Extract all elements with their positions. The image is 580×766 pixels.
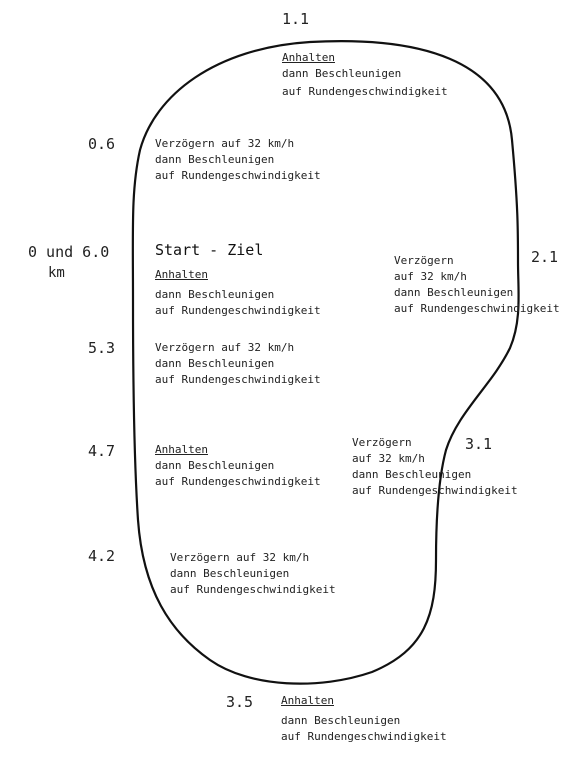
note-km-1-1: Anhalten dann Beschleunigen auf Rundenge… <box>282 50 448 100</box>
note-line: auf 32 km/h <box>352 452 425 465</box>
note-line: Verzögern <box>394 254 454 267</box>
note-line: Verzögern <box>352 436 412 449</box>
note-km-0-6: Verzögern auf 32 km/h dann Beschleunigen… <box>155 136 321 184</box>
note-km-5-3: Verzögern auf 32 km/h dann Beschleunigen… <box>155 340 321 388</box>
note-km-4-7: Anhalten dann Beschleunigen auf Rundenge… <box>155 442 321 490</box>
note-line: dann Beschleunigen <box>155 153 275 166</box>
note-line: dann Beschleunigen <box>155 357 275 370</box>
note-line: auf Rundengeschwindigkeit <box>281 730 447 743</box>
km-marker-1-1: 1.1 <box>282 10 310 28</box>
note-start-finish: Anhalten dann Beschleunigen auf Rundenge… <box>155 267 321 319</box>
km-marker-4-7: 4.7 <box>88 442 116 460</box>
track-loop <box>131 40 520 685</box>
km-marker-2-1: 2.1 <box>531 248 559 266</box>
note-line: dann Beschleunigen <box>170 567 290 580</box>
km-unit-label: km <box>48 265 65 281</box>
note-line: auf Rundengeschwindigkeit <box>352 484 518 497</box>
km-marker-5-3: 5.3 <box>88 339 116 357</box>
note-line: dann Beschleunigen <box>282 67 402 80</box>
note-line: auf 32 km/h <box>394 270 467 283</box>
note-km-3-1: Verzögern auf 32 km/h dann Beschleunigen… <box>352 435 518 499</box>
note-km-4-2: Verzögern auf 32 km/h dann Beschleunigen… <box>170 550 336 598</box>
note-line: Verzögern auf 32 km/h <box>170 551 310 564</box>
note-line: dann Beschleunigen <box>281 714 401 727</box>
note-line: dann Beschleunigen <box>352 468 472 481</box>
start-finish-label: Start - Ziel <box>155 241 264 259</box>
note-line: Anhalten <box>155 268 208 281</box>
note-km-3-5: Anhalten dann Beschleunigen auf Rundenge… <box>281 693 447 745</box>
note-line: dann Beschleunigen <box>155 288 275 301</box>
note-line: auf Rundengeschwindigkeit <box>155 373 321 386</box>
km-marker-4-2: 4.2 <box>88 547 116 565</box>
note-line: dann Beschleunigen <box>394 286 514 299</box>
note-line: auf Rundengeschwindigkeit <box>155 169 321 182</box>
km-marker-3-5: 3.5 <box>226 693 254 711</box>
note-line: auf Rundengeschwindigkeit <box>170 583 336 596</box>
note-line: auf Rundengeschwindigkeit <box>394 302 560 315</box>
note-line: Anhalten <box>155 443 208 456</box>
note-line: auf Rundengeschwindigkeit <box>282 85 448 98</box>
note-line: dann Beschleunigen <box>155 459 275 472</box>
km-marker-0-und-6-0: 0 und 6.0 <box>28 243 110 261</box>
note-line: Verzögern auf 32 km/h <box>155 137 295 150</box>
note-km-2-1: Verzögern auf 32 km/h dann Beschleunigen… <box>394 253 560 317</box>
km-marker-0-6: 0.6 <box>88 135 116 153</box>
note-line: auf Rundengeschwindigkeit <box>155 475 321 488</box>
note-line: Verzögern auf 32 km/h <box>155 341 295 354</box>
note-line: Anhalten <box>281 694 334 707</box>
note-line: Anhalten <box>282 51 335 64</box>
note-line: auf Rundengeschwindigkeit <box>155 304 321 317</box>
km-marker-3-1: 3.1 <box>465 435 493 453</box>
